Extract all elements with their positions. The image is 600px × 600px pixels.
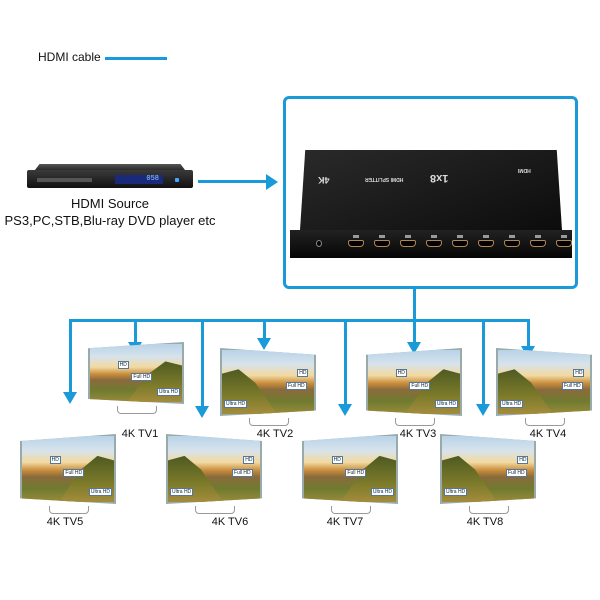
splitter-frame (283, 96, 578, 289)
tv-screen: HD Full HD Ultra HD (496, 348, 592, 416)
tv-2: HD Full HD Ultra HD (220, 348, 316, 428)
resolution-label: HD (573, 369, 585, 378)
hdmi-output-port (426, 235, 442, 247)
source-subtitle: PS3,PC,STB,Blu-ray DVD player etc (4, 213, 216, 228)
tv-stand (468, 506, 510, 514)
hdmi-splitter: 1x8 HDMI SPLITTER 4K HDMI (290, 150, 572, 262)
disc-tray (37, 178, 92, 182)
distribution-bus (69, 319, 530, 322)
hdmi-input-port (556, 235, 572, 247)
source-title: HDMI Source (70, 196, 150, 211)
down-arrow-icon (195, 406, 209, 418)
drop-cable (344, 320, 347, 404)
resolution-label: HD (243, 455, 255, 464)
hdmi-output-port (478, 235, 494, 247)
hdmi-source-player: 058 (27, 164, 193, 190)
drop-cable (527, 320, 530, 346)
resolution-label: HD (395, 369, 407, 378)
resolution-label: Full HD (63, 469, 85, 477)
tv-label: 4K TV2 (256, 428, 294, 440)
tv-stand (248, 418, 290, 426)
resolution-label: HD (517, 455, 529, 464)
tv-label: 4K TV8 (466, 516, 504, 528)
resolution-label: HD (117, 361, 129, 370)
tv-label: 4K TV7 (326, 516, 364, 528)
tv-screen: HD Full HD Ultra HD (440, 434, 536, 504)
resolution-label: Full HD (131, 373, 153, 381)
resolution-label: HD (331, 455, 343, 464)
tv-stand (524, 418, 566, 426)
power-jack (316, 240, 322, 247)
legend-cable-line (105, 57, 167, 60)
resolution-label: HD (49, 455, 61, 464)
tv-screen: HD Full HD Ultra HD (220, 348, 316, 416)
tv-stand (116, 406, 158, 414)
splitter-front-panel (290, 230, 572, 258)
hdmi-output-port (452, 235, 468, 247)
tv-label: 4K TV1 (121, 428, 159, 440)
drop-cable (263, 320, 266, 338)
tv-screen: HD Full HD Ultra HD (166, 434, 262, 504)
resolution-label: Ultra HD (170, 488, 194, 496)
hdmi-output-port (530, 235, 546, 247)
player-display: 058 (115, 175, 163, 184)
drop-cable (69, 320, 72, 392)
resolution-label: Ultra HD (500, 400, 524, 408)
down-arrow-icon (476, 404, 490, 416)
resolution-label: Full HD (345, 469, 367, 477)
hdmi-output-port (400, 235, 416, 247)
resolution-label: Ultra HD (370, 488, 394, 496)
tv-stand (194, 506, 236, 514)
drop-cable (482, 320, 485, 404)
resolution-label: Ultra HD (224, 400, 248, 408)
drop-cable (201, 320, 204, 406)
down-arrow-icon (63, 392, 77, 404)
resolution-label: Ultra HD (434, 400, 458, 408)
drop-cable (134, 320, 137, 342)
tv-label: 4K TV3 (399, 428, 437, 440)
resolution-label: HD (297, 369, 309, 378)
input-cable (198, 180, 268, 183)
resolution-label: Full HD (505, 469, 527, 477)
resolution-label: Full HD (231, 469, 253, 477)
tv-8: HD Full HD Ultra HD (440, 434, 536, 516)
trunk-cable (413, 286, 416, 321)
hdmi-output-port (504, 235, 520, 247)
resolution-label: Ultra HD (156, 388, 180, 396)
resolution-label: Full HD (561, 382, 583, 390)
legend-label: HDMI cable (38, 50, 101, 64)
down-arrow-icon (407, 342, 421, 354)
input-arrow-icon (266, 174, 278, 190)
resolution-label: Ultra HD (88, 488, 112, 496)
resolution-label: Ultra HD (444, 488, 468, 496)
tv-label: 4K TV5 (46, 516, 84, 528)
splitter-badge: 4K (318, 175, 330, 185)
tv-6: HD Full HD Ultra HD (166, 434, 262, 516)
splitter-brand: HDMI (518, 167, 531, 173)
down-arrow-icon (338, 404, 352, 416)
hdmi-output-port (348, 235, 364, 247)
resolution-label: Full HD (285, 382, 307, 390)
tv-4: HD Full HD Ultra HD (496, 348, 592, 428)
tv-stand (330, 506, 372, 514)
drop-cable (413, 320, 416, 342)
power-led (175, 178, 179, 182)
tv-label: 4K TV6 (211, 516, 249, 528)
hdmi-output-port (374, 235, 390, 247)
tv-label: 4K TV4 (529, 428, 567, 440)
tv-stand (394, 418, 436, 426)
tv-stand (48, 506, 90, 514)
down-arrow-icon (257, 338, 271, 350)
splitter-name: HDMI SPLITTER (365, 176, 404, 182)
splitter-model: 1x8 (430, 172, 449, 184)
resolution-label: Full HD (409, 382, 431, 390)
